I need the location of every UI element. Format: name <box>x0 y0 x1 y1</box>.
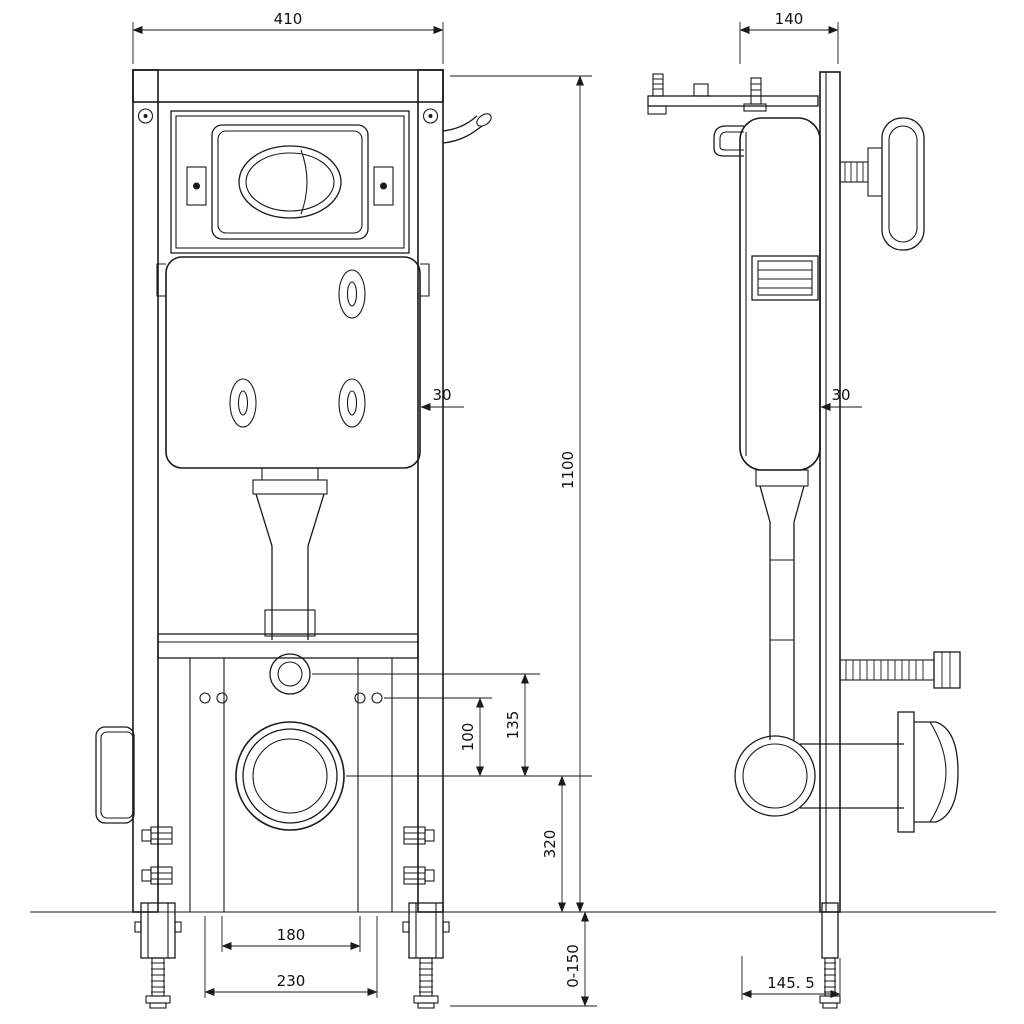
dim-inner-bolt-spacing: 180 <box>221 916 361 952</box>
dim-side-offset: 30 <box>820 386 862 411</box>
dim-outlet-projection: 145. 5 <box>741 956 841 1000</box>
dim-label-foot-adjustment: 0-150 <box>564 944 582 988</box>
lower-frame <box>189 658 393 912</box>
dim-label-inner-bolt-spacing: 180 <box>277 926 306 944</box>
waste-outlet-side <box>800 711 959 833</box>
flush-pipe-side <box>734 469 816 817</box>
dimensions: 410 140 1100 30 30 100 <box>132 10 862 1007</box>
middle-rail <box>157 633 419 659</box>
dim-frame-height: 1100 <box>450 75 592 913</box>
flush-plate <box>170 110 410 254</box>
actuator-plate-side <box>839 117 925 251</box>
inlet-elbow <box>713 125 744 157</box>
rail-clamps <box>141 826 435 885</box>
frame-front <box>132 69 444 913</box>
adjustable-foot-side <box>819 902 841 1009</box>
wall-bracket <box>95 726 135 824</box>
inlet-connector <box>269 653 311 695</box>
dim-label-inlet-to-outlet: 135 <box>504 711 522 740</box>
dim-label-frame-height: 1100 <box>559 451 577 489</box>
wall-anchor-rod <box>839 651 961 689</box>
adjustable-feet-front <box>134 902 450 1009</box>
dim-inlet-to-outlet: 135 <box>504 673 529 777</box>
dim-label-outer-bolt-spacing: 230 <box>277 972 306 990</box>
waste-outlet-front <box>235 721 345 831</box>
dim-outer-bolt-spacing: 230 <box>204 916 378 998</box>
dim-foot-adjustment: 0-150 <box>450 911 597 1007</box>
dim-side-depth: 140 <box>739 10 839 64</box>
top-hanger-bracket <box>647 73 819 115</box>
dim-label-side-offset: 30 <box>831 386 850 404</box>
flush-pipe-front <box>252 468 328 640</box>
dim-holes-to-outlet: 100 <box>459 697 484 777</box>
side-view <box>647 71 961 1009</box>
dim-label-front-width: 410 <box>274 10 303 28</box>
dim-label-front-offset: 30 <box>432 386 451 404</box>
dim-front-width: 410 <box>132 10 444 64</box>
dual-flush-button <box>238 145 342 219</box>
supply-hose <box>442 113 492 144</box>
cistern-front <box>156 256 430 469</box>
dim-label-outlet-projection: 145. 5 <box>767 974 815 992</box>
crossbar-section <box>751 255 819 301</box>
frame-side <box>819 71 841 913</box>
front-view <box>95 69 492 1009</box>
dim-front-offset: 30 <box>420 386 464 411</box>
dim-label-outlet-height: 320 <box>541 830 559 859</box>
dim-extension-lines <box>312 673 592 777</box>
dim-label-holes-to-outlet: 100 <box>459 723 477 752</box>
dim-outlet-height: 320 <box>541 775 566 913</box>
dim-label-side-depth: 140 <box>775 10 804 28</box>
